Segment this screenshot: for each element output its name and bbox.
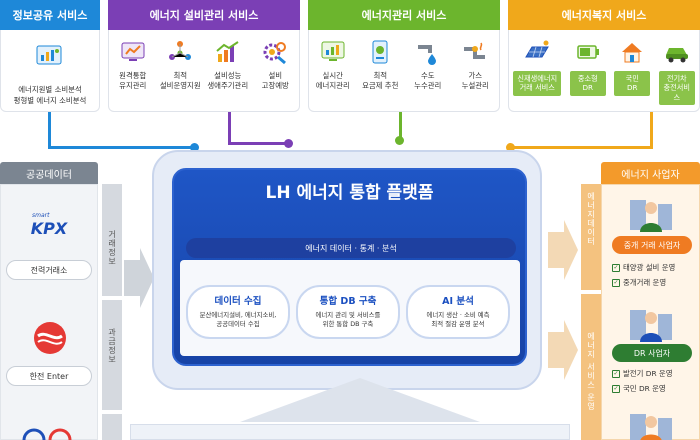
check-icon: ✓	[612, 263, 620, 272]
biz-check-item: ✓ 발전기 DR 운영	[612, 369, 673, 378]
connector-info-share	[48, 112, 51, 148]
connector-energy-mgmt	[399, 112, 402, 140]
right-arrow-icon	[548, 220, 578, 280]
right-arrow-icon	[548, 320, 578, 380]
check-icon: ✓	[612, 384, 620, 393]
biz-check-item: ✓ 국민 DR 운영	[612, 384, 666, 393]
water-drop-icon	[413, 38, 443, 66]
facility-item-remote: 원격통합 유지관리	[109, 38, 157, 91]
info-share-service-title: 정보공유 서비스	[0, 0, 100, 30]
connector-welfare	[650, 112, 653, 148]
check-icon: ✓	[612, 278, 620, 287]
connector-info-share-h	[48, 146, 194, 149]
biz-check-item: ✓ 중개거래 운영	[612, 278, 667, 287]
connector-dot	[190, 143, 199, 152]
biz-group-label: DR 사업자	[612, 344, 692, 362]
welfare-service-panel: 에너지복지 서비스 신재생에너지 거래 서비스 중소형 DR 국민 DR 전기차…	[508, 0, 700, 112]
info-share-service-panel: 정보공유 서비스 에너지원별 소비분석 평형별 에너지 소비분석	[0, 0, 100, 112]
biz-check-item: ✓ 태양광 설비 운영	[612, 263, 676, 272]
bottom-strip	[130, 424, 570, 440]
electric-car-icon	[662, 38, 692, 66]
remote-maintenance-icon	[118, 38, 148, 66]
kepco-logo-icon	[32, 320, 68, 356]
welfare-item-renewable: 신재생에너지 거래 서비스	[512, 38, 562, 96]
gear-wrench-icon	[260, 38, 290, 66]
business-person-icon	[628, 410, 674, 440]
energy-mgmt-item-realtime: 실시간 에너지관리	[309, 38, 357, 91]
feature-integrated-db: 통합 DB 구축 에너지 관리 및 서비스를 위한 통합 DB 구축	[296, 285, 400, 339]
bar-growth-icon	[213, 38, 243, 66]
energy-mgmt-service-panel: 에너지관리 서비스 실시간 에너지관리 최적 요금제 추천 수도 누수관리 가스…	[308, 0, 500, 112]
connector-dot	[506, 143, 515, 152]
kpx-logo: smart KPX	[30, 212, 68, 238]
platform-title: LH 에너지 통합 플랫폼	[265, 183, 434, 203]
up-arrow-icon	[240, 372, 480, 422]
trade-info-band: 거래정보	[102, 184, 122, 296]
monitor-chart-icon	[318, 38, 348, 66]
solar-panel-icon	[522, 38, 552, 66]
feature-ai-analysis: AI 분석 에너지 생산 · 소비 예측 최적 절감 운영 분석	[406, 285, 510, 339]
kepco-name: 한전 Enter	[6, 366, 92, 386]
energy-business-title: 에너지 사업자	[601, 162, 700, 184]
battery-icon	[573, 38, 603, 66]
energy-service-band: 에너지 서비스 운영	[581, 294, 601, 440]
network-nodes-icon	[165, 38, 195, 66]
info-share-item-label: 에너지원별 소비분석 평형별 에너지 소비분석	[13, 85, 87, 105]
business-person-icon	[628, 196, 674, 232]
welfare-service-title: 에너지복지 서비스	[508, 0, 700, 30]
facility-item-failure: 설비 고장예방	[252, 38, 300, 91]
connector-dot	[395, 136, 404, 145]
energy-mgmt-service-title: 에너지관리 서비스	[308, 0, 500, 30]
facility-item-lifecycle: 설비성능 생애주기관리	[204, 38, 252, 91]
energy-mgmt-item-gas: 가스 누설관리	[452, 38, 500, 91]
energy-mgmt-item-tariff: 최적 요금제 추천	[357, 38, 405, 91]
energy-data-band: 에너지데이터	[581, 184, 601, 290]
side-band-extra	[102, 414, 122, 440]
connector-facility-h	[228, 142, 288, 145]
connector-welfare-h	[510, 146, 653, 149]
tablet-tariff-icon	[365, 38, 395, 66]
welfare-item-ev: 전기차 충전서비스	[658, 38, 696, 106]
right-arrow-icon	[124, 248, 154, 308]
billing-info-band: 과금정보	[102, 300, 122, 410]
check-icon: ✓	[612, 369, 620, 378]
connector-facility	[228, 112, 231, 144]
gov-logo-icon	[20, 424, 80, 440]
facility-service-title: 에너지 설비관리 서비스	[108, 0, 300, 30]
connector-dot	[284, 139, 293, 148]
kpx-name: 전력거래소	[6, 260, 92, 280]
energy-mgmt-item-water: 수도 누수관리	[404, 38, 452, 91]
gas-pipe-icon	[460, 38, 490, 66]
public-data-title: 공공데이터	[0, 162, 98, 184]
business-person-icon	[628, 306, 674, 342]
feature-data-collection: 데이터 수집 분산에너지설비, 에너지소비, 공공데이터 수집	[186, 285, 290, 339]
data-stats-bar: 에너지 데이터 · 통계 · 분석	[186, 238, 516, 258]
welfare-item-smalldr: 중소형 DR	[569, 38, 607, 96]
biz-group-label: 중개 거래 사업자	[612, 236, 692, 254]
facility-item-optimal: 최적 설비운영지원	[157, 38, 205, 91]
house-icon	[617, 38, 647, 66]
facility-service-panel: 에너지 설비관리 서비스 원격통합 유지관리 최적 설비운영지원 설비성능 생애…	[108, 0, 300, 112]
welfare-item-nationaldr: 국민 DR	[613, 38, 651, 96]
public-data-panel	[0, 184, 98, 440]
people-chart-icon	[35, 42, 65, 70]
